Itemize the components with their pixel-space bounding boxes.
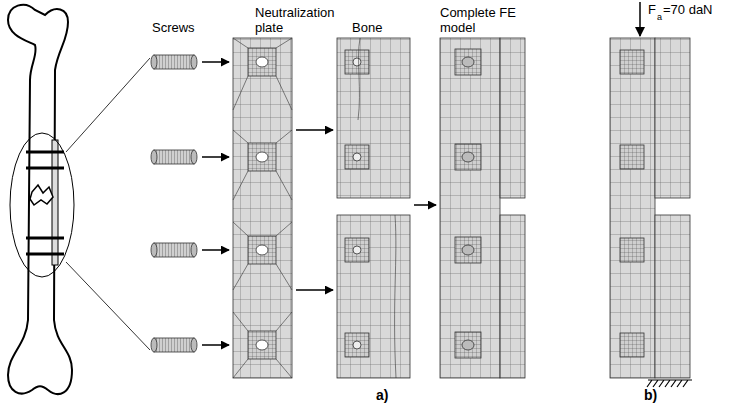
force-arrow: [639, 2, 641, 36]
loaded-model-mesh: [610, 38, 690, 378]
plate-mesh: [233, 38, 292, 378]
bone-mesh: [337, 38, 410, 378]
screw-mesh: [151, 55, 197, 352]
flow-arrow: [202, 344, 229, 346]
zoom-ellipse: [10, 133, 74, 277]
part-heading: Complete FE model: [440, 5, 520, 35]
force-label: a: [657, 10, 662, 25]
panel-label: b): [644, 388, 657, 403]
flow-arrow: [202, 249, 229, 251]
flow-arrow: [296, 289, 333, 291]
mesh-part: Bone: [337, 38, 410, 378]
part-heading: Screws: [152, 20, 232, 35]
flow-arrow: [296, 129, 333, 131]
part-heading: Neutralization plate: [255, 5, 350, 35]
fracture: [30, 185, 53, 205]
model-mesh: [440, 38, 525, 378]
force-label: =70 daN: [663, 2, 713, 17]
panel-label: a): [376, 388, 388, 403]
flow-arrow: [414, 204, 436, 206]
mesh-part: Neutralization plate: [233, 38, 292, 378]
fixed-support: [647, 380, 692, 387]
flow-arrow: [202, 156, 229, 158]
mesh-part: Complete FE model: [440, 38, 525, 378]
mesh-part: Screws: [150, 38, 198, 378]
femur-outline: [8, 5, 72, 394]
part-heading: Bone: [352, 20, 412, 35]
femur-screw: [26, 152, 64, 254]
flow-arrow: [202, 61, 229, 63]
force-label: F: [648, 2, 656, 17]
femur-plate: [52, 140, 58, 265]
zoom-line: [66, 58, 150, 350]
